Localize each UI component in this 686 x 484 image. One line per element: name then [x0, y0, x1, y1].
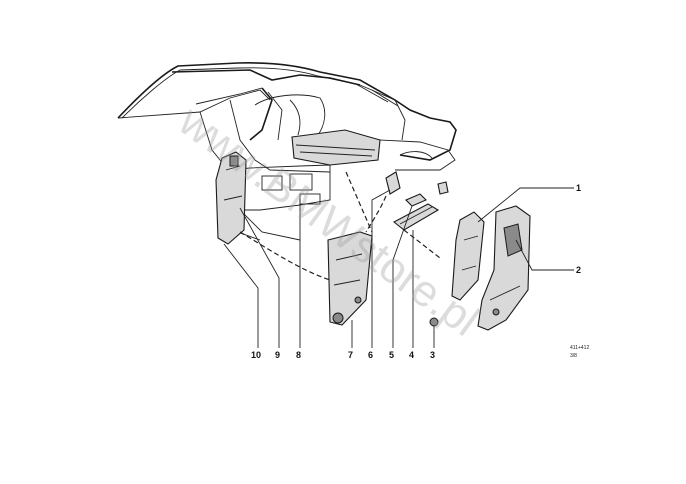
callout-1: 1: [576, 183, 581, 193]
leader-lines: [223, 187, 574, 348]
part-3-screw: [429, 317, 439, 336]
part-2-rear-trim: [477, 205, 531, 331]
car-body: [117, 62, 457, 241]
part-small-clip: [437, 181, 449, 195]
callout-7: 7: [348, 350, 353, 360]
assembly-lines: [239, 171, 441, 281]
callout-5: 5: [389, 350, 394, 360]
part-5-clip: [405, 193, 427, 207]
part-4-sill-strip: [393, 203, 440, 231]
callout-2: 2: [576, 265, 581, 275]
callout-3: 3: [430, 350, 435, 360]
part-10-side-panel: [215, 151, 247, 245]
drawing-reference-code: 411+412: [570, 345, 589, 351]
callout-4: 4: [409, 350, 414, 360]
callout-8: 8: [296, 350, 301, 360]
callout-10: 10: [251, 350, 261, 360]
callout-6: 6: [368, 350, 373, 360]
drawing-reference-page: 3/8: [570, 353, 577, 359]
callouts: 1 2 3 4 5 6 7 8 9 10: [251, 183, 581, 360]
callout-9: 9: [275, 350, 280, 360]
part-6-bracket: [385, 171, 401, 195]
part-7-pillar-trim: [327, 231, 373, 326]
part-1-rear-trim: [451, 211, 485, 301]
